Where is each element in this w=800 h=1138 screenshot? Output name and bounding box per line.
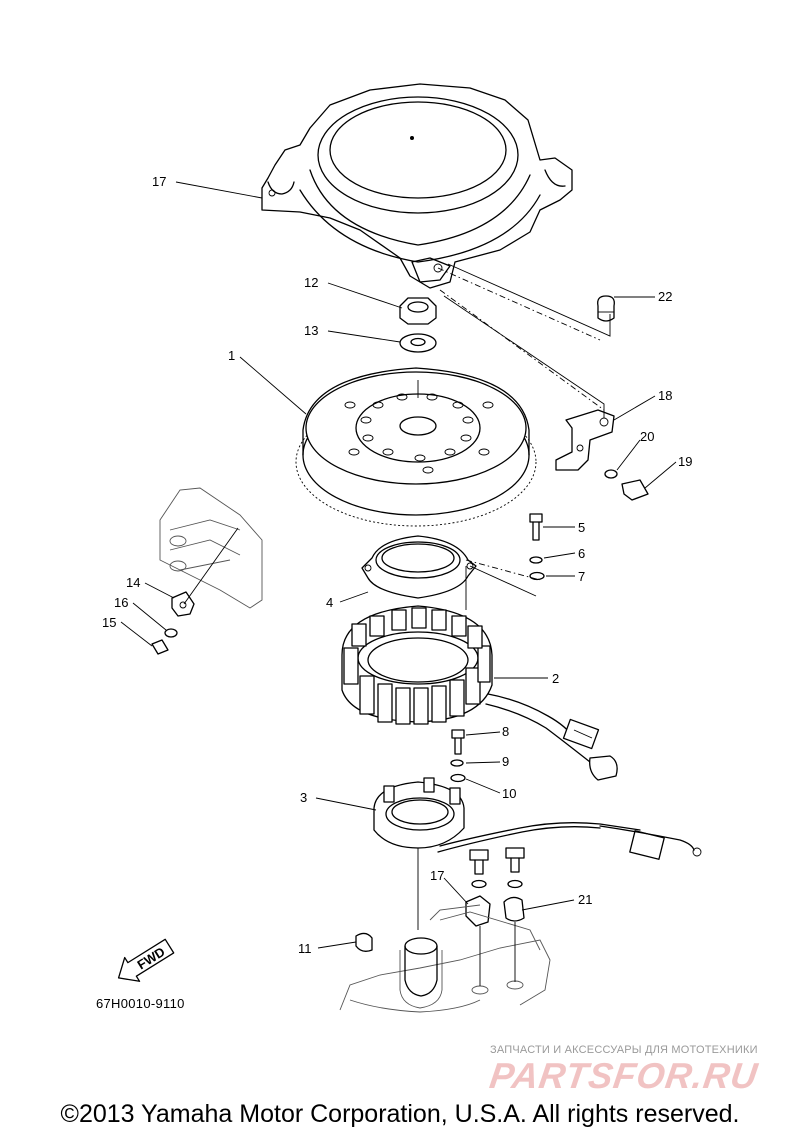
callout-21: 20 (640, 429, 654, 444)
watermark-brand: PARTSFOR.RU (487, 1055, 761, 1096)
callout-14: 14 (126, 575, 140, 590)
callout-5: 5 (578, 520, 585, 535)
stator-bolt-part (529, 513, 545, 581)
clamp-parts (465, 847, 525, 927)
nut-part (399, 297, 437, 325)
stator-plate-part (361, 535, 477, 599)
woodruff-key-part (355, 932, 373, 952)
pulser-bracket-part (555, 409, 649, 501)
stator-coils (343, 607, 491, 725)
callout-8: 8 (502, 724, 509, 739)
flywheel-part (295, 367, 537, 527)
callout-13: 13 (304, 323, 318, 338)
callout-17-right: 21 (578, 892, 592, 907)
copyright-notice: ©2013 Yamaha Motor Corporation, U.S.A. A… (60, 1100, 740, 1128)
pulser-bolt-part (450, 729, 466, 783)
callout-labels: 17 12 13 22 1 18 20 19 5 6 7 14 4 16 15 … (102, 174, 692, 956)
flywheel-cover-part (261, 83, 573, 289)
leader-lines (120, 181, 677, 949)
grommet-part (597, 295, 615, 322)
watermark-subtitle: ЗАПЧАСТИ И АКСЕССУАРЫ ДЛЯ МОТОТЕХНИКИ (490, 1044, 758, 1056)
callout-4: 4 (326, 595, 333, 610)
callout-17-left: 17 (430, 868, 444, 883)
callout-22: 22 (658, 289, 672, 304)
mounting-bracket-ghost (151, 487, 263, 655)
callout-16: 16 (114, 595, 128, 610)
callout-12: 12 (304, 275, 318, 290)
fwd-arrow-icon: FWD (117, 938, 175, 982)
callout-18: 17 (152, 174, 166, 189)
callout-19: 18 (658, 388, 672, 403)
callout-1: 1 (228, 348, 235, 363)
callout-9: 9 (502, 754, 509, 769)
callout-2: 2 (552, 671, 559, 686)
callout-10: 10 (502, 786, 516, 801)
flywheel-bolt-holes (344, 393, 494, 474)
callout-3: 3 (300, 790, 307, 805)
engine-block-part (339, 904, 551, 1013)
diagram-code: 67H0010-9110 (96, 996, 185, 1011)
stator-part (341, 605, 618, 781)
callout-20: 19 (678, 454, 692, 469)
washer-part (399, 333, 437, 353)
callout-11: 11 (298, 941, 312, 956)
reference-lines (437, 263, 611, 610)
callout-15: 15 (102, 615, 116, 630)
callout-7: 7 (578, 569, 585, 584)
callout-6: 6 (578, 546, 585, 561)
pulser-coil-part (373, 777, 702, 930)
